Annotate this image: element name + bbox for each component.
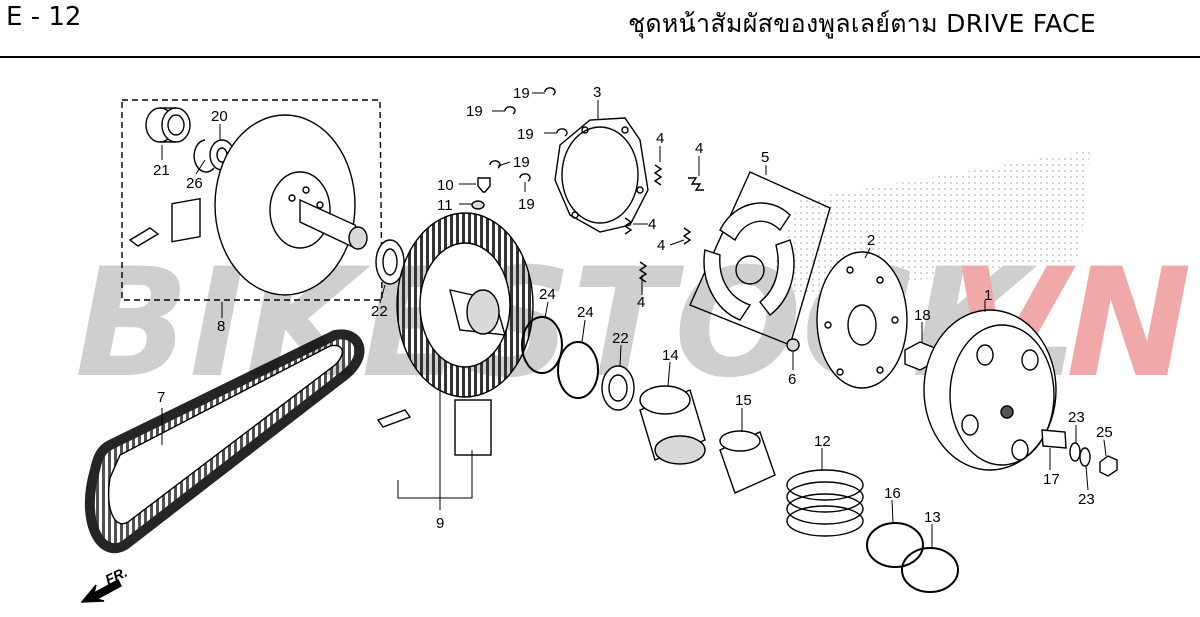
callout-16: 16 <box>884 485 901 502</box>
callout-19: 19 <box>513 85 530 102</box>
callout-23: 23 <box>1078 491 1095 508</box>
callout-18: 18 <box>914 307 931 324</box>
clip-19-icon <box>544 87 556 96</box>
callout-21: 21 <box>153 162 170 179</box>
clutch-outer-1-icon <box>923 309 1057 471</box>
spring-4-icon <box>688 177 704 191</box>
grease-tube-9-icon <box>376 409 412 428</box>
callout-8: 8 <box>217 318 225 335</box>
drive-belt-7-icon <box>84 329 365 554</box>
ring-24-icon <box>521 316 563 374</box>
callout-19: 19 <box>517 126 534 143</box>
clutch-shoe-5-icon <box>703 202 795 321</box>
ring-23-icon <box>1079 447 1091 467</box>
callout-14: 14 <box>662 347 679 364</box>
front-arrow-icon <box>80 579 122 603</box>
header-rule <box>0 56 1200 58</box>
ring-16-icon <box>866 522 924 568</box>
callout-11: 11 <box>437 197 453 214</box>
callout-6: 6 <box>788 371 796 388</box>
callout-15: 15 <box>735 392 752 409</box>
callout-12: 12 <box>814 433 831 450</box>
spring-4-icon <box>638 261 648 283</box>
callout-10: 10 <box>437 177 454 194</box>
callout-9: 9 <box>436 515 444 532</box>
callout-19: 19 <box>513 154 530 171</box>
circlip-26-icon <box>193 139 215 173</box>
bolt-10-icon <box>477 177 491 193</box>
callout-22: 22 <box>612 330 629 347</box>
clip-19-icon <box>489 160 501 169</box>
group-box-8 <box>121 99 383 301</box>
ring-13-icon <box>901 547 959 593</box>
bolt-17-icon <box>1041 429 1067 449</box>
callout-2: 2 <box>867 232 875 249</box>
nut-6-icon <box>786 338 800 352</box>
spring-4-icon <box>653 164 663 186</box>
front-marker-label: FR. <box>103 564 130 588</box>
callout-labels: 1 2 3 4 4 4 4 4 5 6 7 8 9 10 11 12 13 14… <box>153 84 1113 532</box>
collar-14-icon <box>639 385 706 465</box>
diagram-code: E - 12 <box>6 2 82 32</box>
callout-25: 25 <box>1096 424 1113 441</box>
clip-19-icon <box>519 173 531 182</box>
callout-22: 22 <box>371 303 388 320</box>
grease-tube-icon <box>128 227 160 247</box>
clip-19-icon <box>556 128 568 137</box>
callout-13: 13 <box>924 509 941 526</box>
nut-25-icon <box>1099 455 1118 477</box>
diagram-title: ชุดหน้าสัมผัสของพูลเลย์ตาม DRIVE FACE <box>628 9 1096 38</box>
clip-19-icon <box>504 106 516 115</box>
spring-12-icon <box>786 469 864 537</box>
callout-26: 26 <box>186 175 203 192</box>
callout-23: 23 <box>1068 409 1085 426</box>
label-card-icon <box>171 197 201 243</box>
spring-4-icon <box>682 227 692 245</box>
callout-1: 1 <box>984 287 992 304</box>
callout-24: 24 <box>577 304 594 321</box>
callout-20: 20 <box>211 108 228 125</box>
callout-3: 3 <box>593 84 601 101</box>
washer-11-icon <box>471 200 485 210</box>
callout-4: 4 <box>637 294 645 311</box>
callout-4: 4 <box>657 237 665 254</box>
callout-4: 4 <box>656 130 664 147</box>
driven-face-8-icon <box>214 114 368 296</box>
callout-19: 19 <box>518 196 535 213</box>
callout-24: 24 <box>539 286 556 303</box>
needle-bearing-21-icon <box>145 107 191 143</box>
ring-24-icon <box>557 341 599 399</box>
part-drawings <box>80 87 1118 603</box>
callout-7: 7 <box>157 389 165 406</box>
oil-seal-22b-icon <box>601 365 635 411</box>
clutch-plate-9-icon <box>396 212 534 398</box>
plate-3-icon <box>554 117 649 233</box>
callout-5: 5 <box>761 149 769 166</box>
callout-4: 4 <box>695 140 703 157</box>
callout-4: 4 <box>648 216 656 233</box>
drive-plate-2-icon <box>816 251 908 389</box>
callout-17: 17 <box>1043 471 1060 488</box>
label-card-9-icon <box>454 399 492 456</box>
ring-23-icon <box>1069 442 1081 462</box>
spring-4-icon <box>623 217 633 235</box>
callout-19: 19 <box>466 103 483 120</box>
sleeve-15-icon <box>719 430 776 494</box>
leader-lines <box>161 92 1107 548</box>
